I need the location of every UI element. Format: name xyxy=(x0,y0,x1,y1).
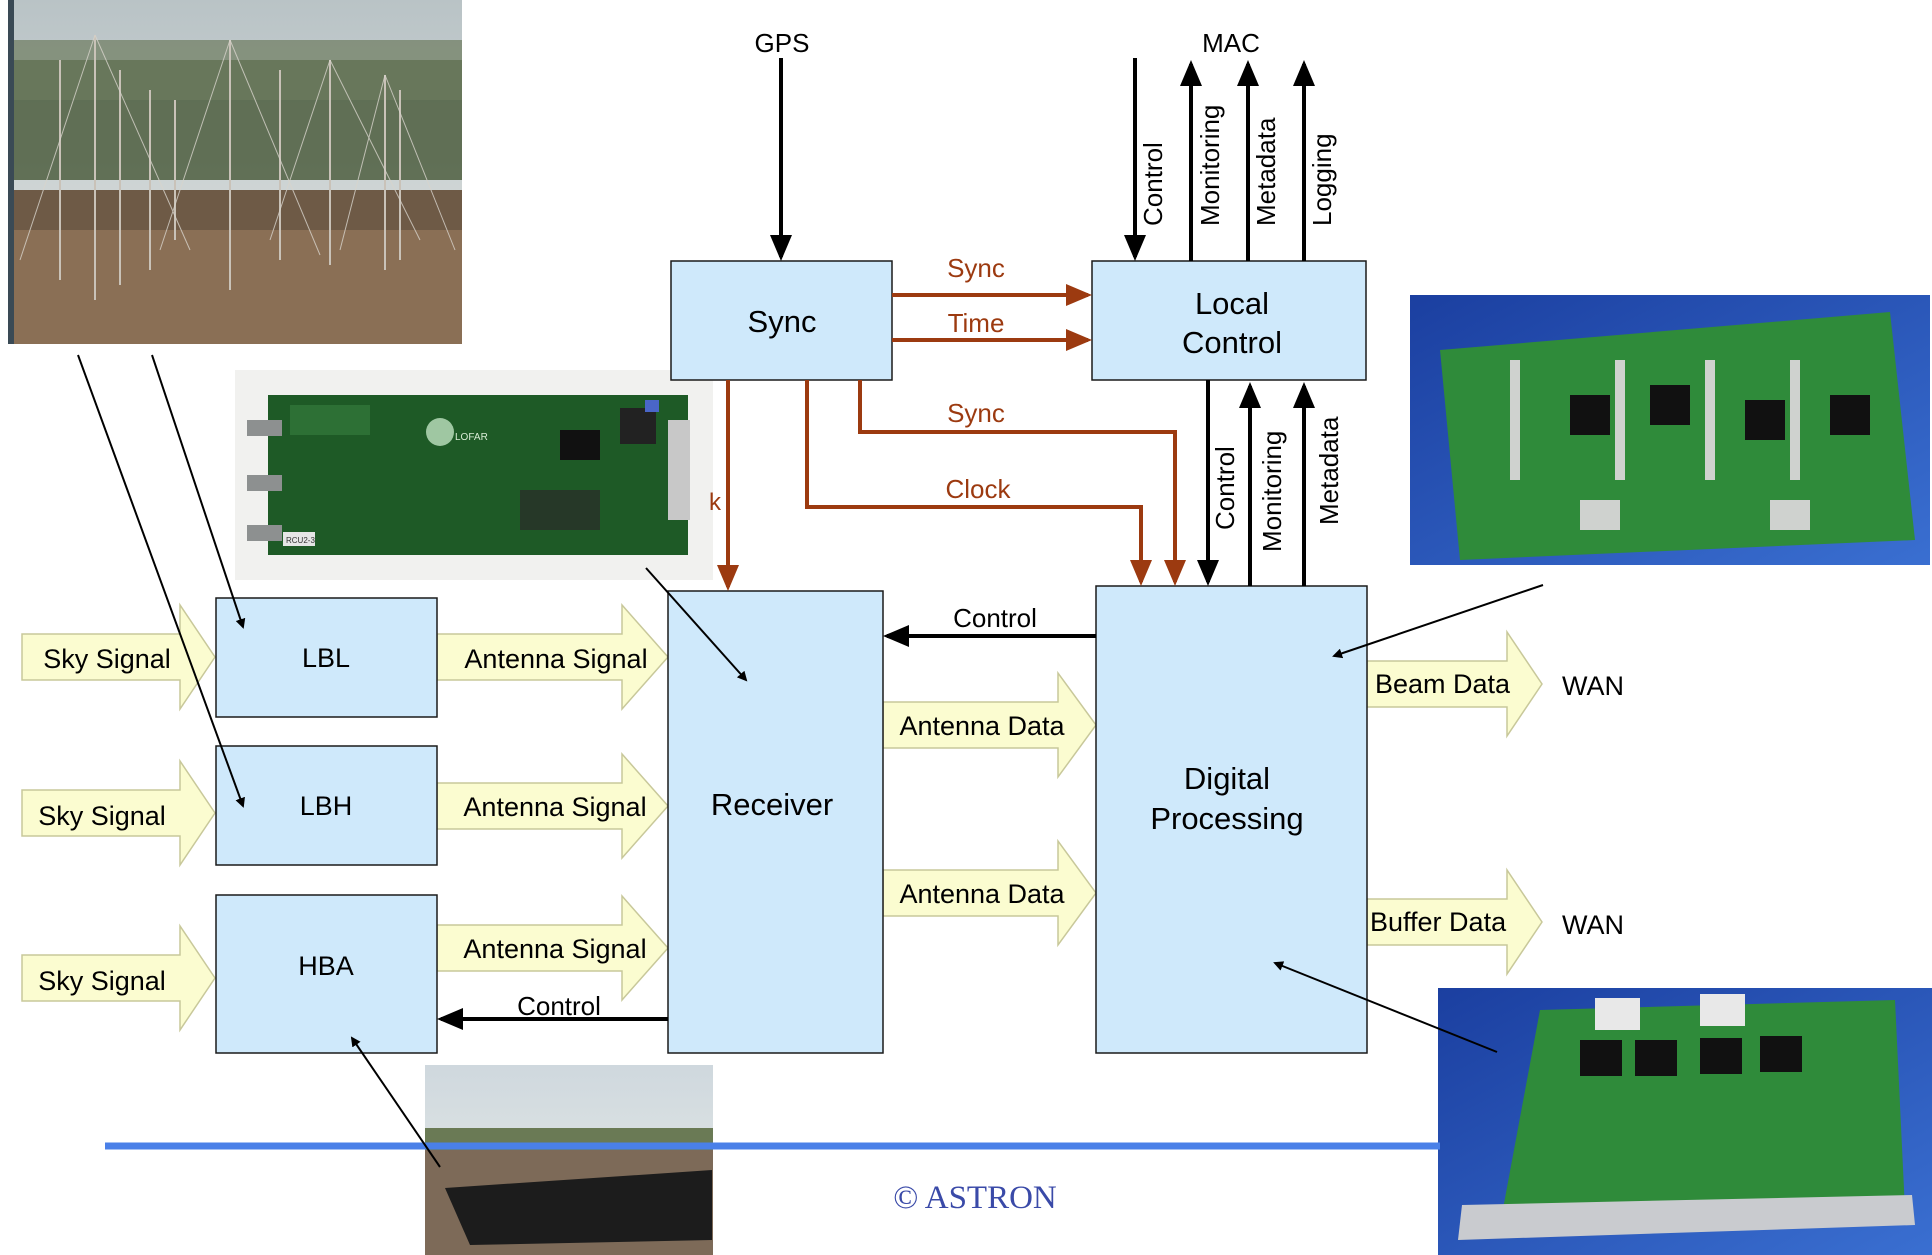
lbh-block xyxy=(215,745,438,866)
pointer-lba-to-lbl xyxy=(151,354,246,629)
lbl-block-label: LBL xyxy=(302,643,350,673)
hba-block-label: HBA xyxy=(298,951,354,981)
sky-signal-label-1: Sky Signal xyxy=(43,644,171,674)
mac-monitoring-label: Monitoring xyxy=(1195,105,1225,226)
pointer-hba-photo-to-hba xyxy=(350,1036,441,1168)
local-control-label-line2: Control xyxy=(1182,325,1282,360)
receiver-block xyxy=(667,590,884,1054)
antenna-signal-label-2: Antenna Signal xyxy=(463,792,646,822)
buffer-data-arrow xyxy=(1366,867,1543,977)
pointer-board-top-to-dp xyxy=(1332,584,1544,659)
sync-block xyxy=(670,260,893,381)
hba-field-photo xyxy=(425,1065,713,1255)
pointer-rcu-to-receiver xyxy=(645,567,748,682)
sync-to-lc-time-label: Time xyxy=(948,308,1005,338)
local-control-block xyxy=(1091,260,1367,381)
antenna-signal-label-3: Antenna Signal xyxy=(463,934,646,964)
clock-fragment-label: k xyxy=(709,489,722,516)
hba-block xyxy=(215,894,438,1054)
digital-board-photo-bottom xyxy=(1438,988,1932,1255)
sky-signal-label-2: Sky Signal xyxy=(38,801,166,831)
sync-to-dp-sync-label: Sync xyxy=(947,398,1005,428)
digital-board-photo-top xyxy=(1410,295,1930,565)
sync-block-label: Sync xyxy=(748,304,817,339)
sky-signal-arrow-2 xyxy=(21,758,216,868)
beam-data-label: Beam Data xyxy=(1375,669,1511,699)
lc-metadata-label: Metadata xyxy=(1314,416,1344,525)
antenna-signal-label-1: Antenna Signal xyxy=(464,644,647,674)
pointer-lba-to-lbh xyxy=(77,354,245,808)
pointer-board-bottom-to-dp xyxy=(1273,961,1498,1053)
sync-to-dp-clock-label: Clock xyxy=(945,474,1011,504)
sync-to-lc-sync-label: Sync xyxy=(947,253,1005,283)
digital-processing-block xyxy=(1095,585,1368,1054)
lbl-block xyxy=(215,597,438,718)
buffer-data-label: Buffer Data xyxy=(1370,907,1507,937)
dp-to-receiver-control-label: Control xyxy=(953,603,1037,633)
receiver-to-hba-control-label: Control xyxy=(517,991,601,1021)
rcu-board-logo: LOFAR xyxy=(455,432,488,443)
copyright-footer: © ASTRON xyxy=(893,1180,1057,1216)
lbh-block-label: LBH xyxy=(300,791,353,821)
lc-monitoring-label: Monitoring xyxy=(1257,431,1287,552)
antenna-signal-arrow-2 xyxy=(436,752,670,860)
lba-field-photo xyxy=(8,0,462,344)
wan-buffer-label: WAN xyxy=(1562,910,1624,940)
antenna-signal-arrow-1 xyxy=(436,603,670,711)
local-control-label-line1: Local xyxy=(1195,286,1269,321)
mac-control-label: Control xyxy=(1138,142,1168,226)
sky-signal-label-3: Sky Signal xyxy=(38,966,166,996)
antenna-data-label-1: Antenna Data xyxy=(899,711,1065,741)
beam-data-arrow xyxy=(1366,629,1543,739)
sync-to-dp-clock-arrow xyxy=(805,380,1152,586)
mac-label: MAC xyxy=(1202,28,1260,58)
wan-beam-label: WAN xyxy=(1562,671,1624,701)
antenna-data-arrow-1 xyxy=(882,670,1097,780)
antenna-data-arrow-2 xyxy=(882,838,1097,948)
digital-processing-label-line1: Digital xyxy=(1184,761,1270,796)
antenna-data-label-2: Antenna Data xyxy=(899,879,1065,909)
mac-logging-label: Logging xyxy=(1307,133,1337,226)
rcu-board-id: RCU2-3 xyxy=(286,536,315,545)
digital-processing-label-line2: Processing xyxy=(1150,801,1303,836)
sky-signal-arrow-3 xyxy=(21,923,216,1033)
sync-to-dp-sync-arrow xyxy=(858,380,1186,586)
antenna-signal-arrow-3 xyxy=(436,894,670,1002)
lc-control-label: Control xyxy=(1210,446,1240,530)
gps-label: GPS xyxy=(755,28,810,58)
receiver-block-label: Receiver xyxy=(711,787,833,822)
rcu-board-photo: LOFAR RCU2-3 xyxy=(235,370,713,580)
mac-metadata-label: Metadata xyxy=(1251,117,1281,226)
